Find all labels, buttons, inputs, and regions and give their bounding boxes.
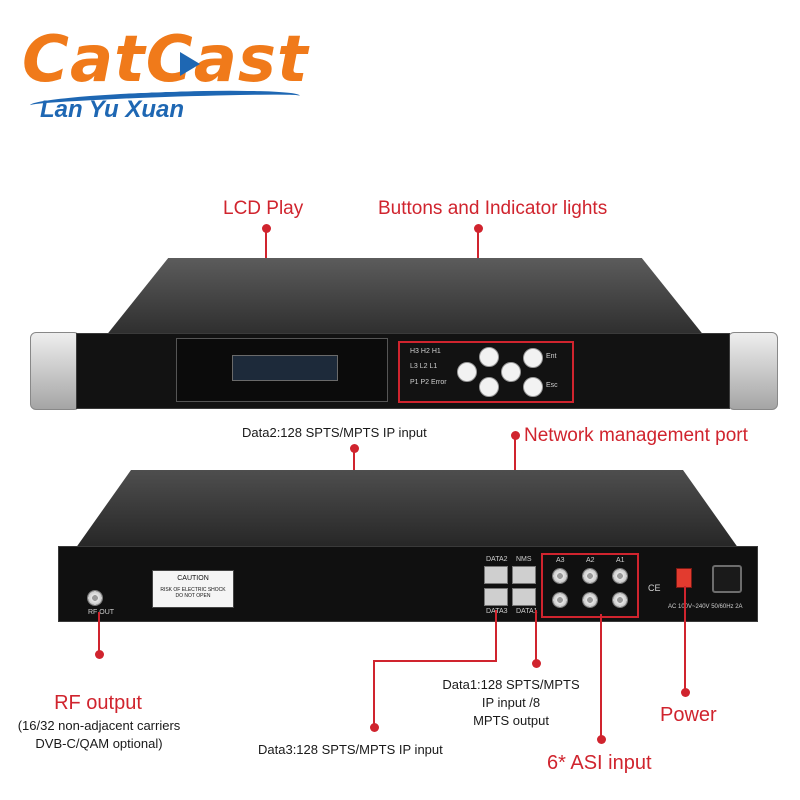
right-button[interactable] <box>501 362 521 382</box>
ac-label: AC 100V~240V 50/60Hz 2A <box>668 604 743 610</box>
asi-connector <box>582 592 598 608</box>
play-icon <box>180 52 200 76</box>
pointer-dot <box>597 735 606 744</box>
caution-title: CAUTION <box>177 575 209 582</box>
pointer-line <box>373 660 497 662</box>
label-power: Power <box>660 704 717 726</box>
esc-label: Esc <box>546 382 558 389</box>
rack-ear-right <box>728 332 778 410</box>
rack-ear-left <box>30 332 80 410</box>
down-button[interactable] <box>479 377 499 397</box>
asi-connector <box>552 592 568 608</box>
port-label-nms: NMS <box>516 556 532 563</box>
pointer-dot <box>350 444 359 453</box>
asi-connector <box>612 592 628 608</box>
rf-out-label: RF OUT <box>88 609 115 616</box>
rf-out-connector <box>87 590 103 606</box>
lcd-screen <box>232 355 338 381</box>
ent-label: Ent <box>546 353 557 360</box>
pointer-dot <box>95 650 104 659</box>
label-lcd: LCD Play <box>223 198 304 219</box>
asi-label-a1: A1 <box>616 557 625 564</box>
label-asi: 6* ASI input <box>547 752 652 774</box>
data2-port <box>484 566 508 584</box>
pointer-line <box>535 610 537 662</box>
label-data1-line2: IP input /8 <box>481 695 541 710</box>
port-label-data2: DATA2 <box>486 556 508 563</box>
data1-port <box>512 588 536 606</box>
asi-label-a3: A3 <box>556 557 565 564</box>
caution-line1: RISK OF ELECTRIC SHOCK <box>160 587 226 593</box>
nms-port <box>512 566 536 584</box>
brand-subtitle: Lan Yu Xuan <box>40 96 185 123</box>
pointer-line <box>495 610 497 662</box>
caution-line2: DO NOT OPEN <box>175 593 211 599</box>
label-buttons: Buttons and Indicator lights <box>378 198 608 219</box>
asi-highlight-box <box>541 553 639 618</box>
pointer-line <box>600 614 602 738</box>
device-front-top <box>104 258 706 338</box>
asi-connector <box>582 568 598 584</box>
label-data2: Data2:128 SPTS/MPTS IP input <box>242 425 427 440</box>
pointer-dot <box>511 431 520 440</box>
label-rf-line2: DVB-C/QAM optional) <box>35 736 163 751</box>
esc-button[interactable] <box>523 377 543 397</box>
asi-label-a2: A2 <box>586 557 595 564</box>
pointer-dot <box>532 659 541 668</box>
label-data3: Data3:128 SPTS/MPTS IP input <box>258 742 443 757</box>
pointer-line <box>98 612 100 654</box>
power-switch[interactable] <box>676 568 692 588</box>
pointer-dot <box>681 688 690 697</box>
pointer-dot <box>370 723 379 732</box>
indicators-row3: P1 P2 Error <box>410 379 447 386</box>
label-data1-line3: MPTS output <box>473 713 549 728</box>
ent-button[interactable] <box>523 348 543 368</box>
pointer-dot <box>262 224 271 233</box>
port-label-data1: DATA1 <box>516 608 538 615</box>
asi-connector <box>552 568 568 584</box>
left-button[interactable] <box>457 362 477 382</box>
power-inlet <box>712 565 742 593</box>
buttons-highlight-box <box>398 341 574 403</box>
pointer-line <box>373 660 375 726</box>
ce-mark-icon: CE <box>648 583 661 593</box>
asi-connector <box>612 568 628 584</box>
pointer-line <box>684 586 686 690</box>
label-nms: Network management port <box>524 425 748 446</box>
device-rear-top <box>75 470 739 548</box>
indicators-row2: L3 L2 L1 <box>410 363 438 370</box>
label-data1-line1: Data1:128 SPTS/MPTS <box>442 677 580 692</box>
label-rf-line1: (16/32 non-adjacent carriers <box>17 718 181 733</box>
indicators-row1: H3 H2 H1 <box>410 348 441 355</box>
pointer-dot <box>474 224 483 233</box>
brand-logo: CatCast <box>22 23 309 97</box>
data3-port <box>484 588 508 606</box>
up-button[interactable] <box>479 347 499 367</box>
label-rf-title: RF output <box>54 692 142 714</box>
caution-sticker: CAUTION RISK OF ELECTRIC SHOCK DO NOT OP… <box>152 570 234 608</box>
